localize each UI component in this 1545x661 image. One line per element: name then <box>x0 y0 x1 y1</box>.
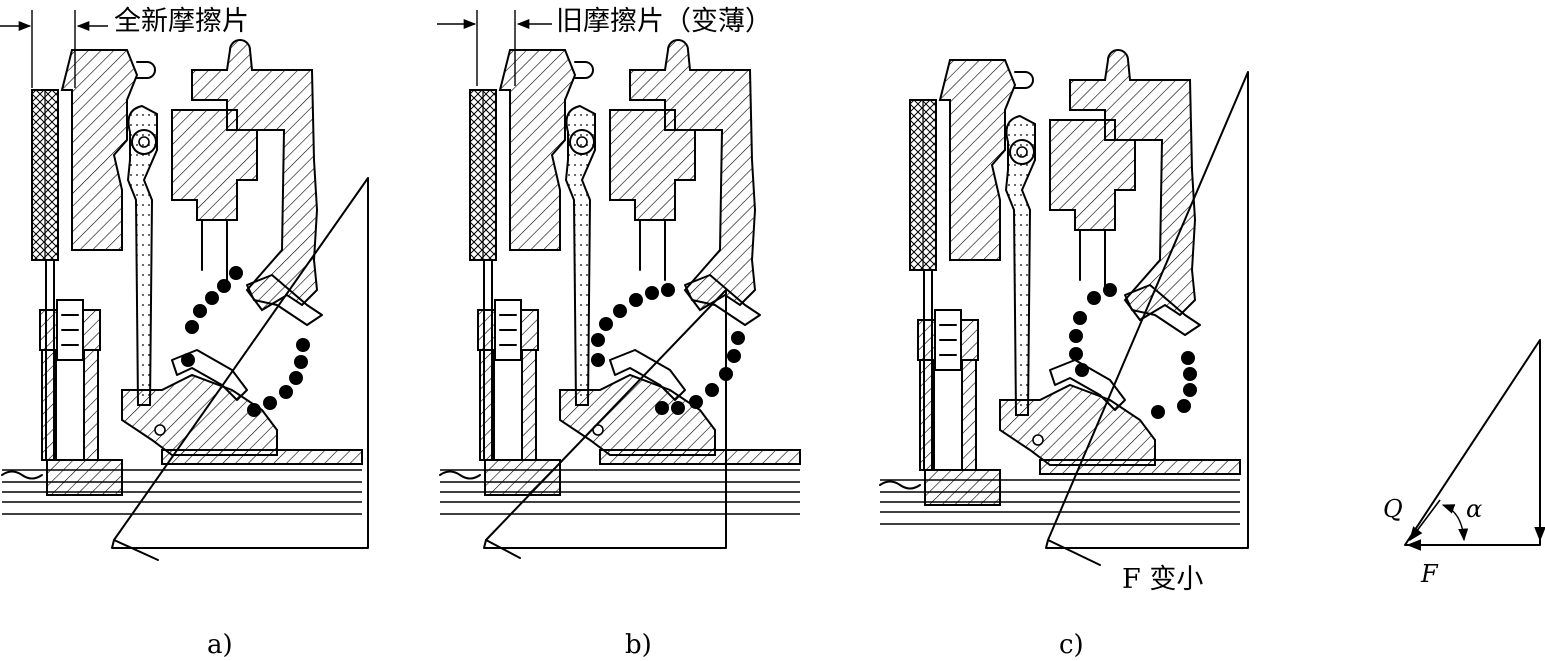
assembly-b <box>437 10 801 559</box>
label-new-pad: 全新摩擦片 <box>114 6 249 37</box>
assembly-c <box>879 49 1249 566</box>
label-q: Q <box>1383 495 1403 523</box>
label-old-pad: 旧摩擦片（变薄） <box>556 6 772 37</box>
assembly-a <box>0 10 369 561</box>
force-triangle <box>1404 339 1545 551</box>
label-alpha: α <box>1466 495 1482 523</box>
caption-a: a) <box>207 630 233 660</box>
caption-b: b) <box>625 630 652 660</box>
label-force-result: F 变小 <box>1122 564 1203 595</box>
label-f: F <box>1420 560 1439 588</box>
caption-c: c) <box>1059 630 1084 660</box>
